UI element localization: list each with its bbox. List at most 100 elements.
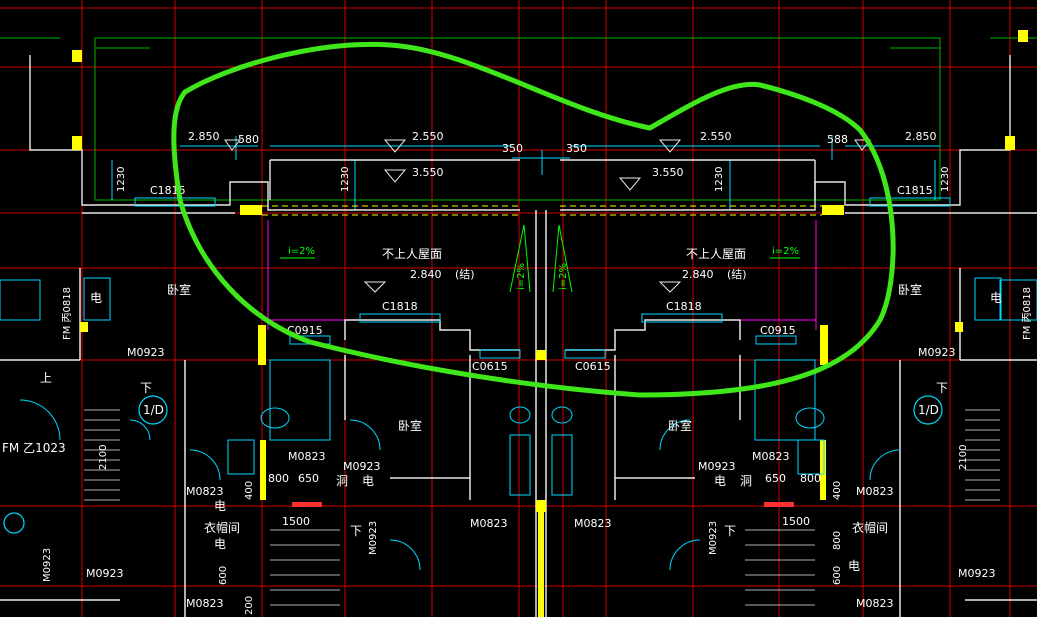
bedroom-label: 卧室 (398, 418, 422, 433)
dim-text: 650 (298, 472, 319, 485)
door-label: M0823 (856, 597, 894, 610)
slope-label: i=2% (516, 263, 527, 290)
eave-dashes (262, 205, 822, 216)
door-label: M0923 (368, 521, 379, 555)
fire-door-label: FM 丙0818 (62, 287, 73, 340)
dim-text: 2.850 (188, 130, 220, 143)
dim-text: 800 (268, 472, 289, 485)
axis-label: 1/D (143, 403, 164, 417)
slope-texts: i=2% i=2% i=2% i=2% (288, 246, 799, 290)
dim-text: 2100 (958, 445, 969, 470)
dim-text: 800 (800, 472, 821, 485)
dim-text: 2.840 (410, 268, 442, 281)
dim-text: 1500 (782, 515, 810, 528)
dim-text: 600 (218, 566, 229, 585)
elec-label: 电 (362, 474, 374, 488)
gutter-lines (267, 220, 817, 330)
dim-text: 3.550 (412, 166, 444, 179)
slope-label: i=2% (772, 246, 799, 257)
dim-text: 400 (244, 481, 255, 500)
dim-text: 2.850 (905, 130, 937, 143)
slope-arrows (280, 224, 800, 293)
elec-label: 电 (214, 499, 226, 513)
dim-text: 2.550 (700, 130, 732, 143)
axis-label: 1/D (918, 403, 939, 417)
dim-text: 2100 (98, 445, 109, 470)
fire-door-label: FM 乙1023 (2, 441, 66, 455)
door-label: M0823 (856, 485, 894, 498)
door-label: M0923 (698, 460, 736, 473)
door-label: M0923 (343, 460, 381, 473)
room-labels: 不上人屋面 不上人屋面 卧室 卧室 卧室 卧室 电 电 电 电 电 电 电 洞 … (2, 247, 1002, 573)
parapet-lines (0, 37, 1037, 201)
down-label: 下 (140, 381, 152, 395)
elec-label: 电 (90, 291, 102, 305)
dim-text: (结) (727, 268, 747, 281)
cloak-label: 衣帽间 (204, 520, 240, 535)
dimension-lines (111, 136, 940, 210)
dimension-texts: 2.850 580 2.550 350 350 2.550 588 2.850 … (188, 130, 937, 528)
bathroom-fixtures (0, 277, 1037, 496)
elec-label: 电 (214, 537, 226, 551)
dim-text: 600 (832, 566, 843, 585)
highlight-circle (171, 41, 896, 398)
dim-text: 1500 (282, 515, 310, 528)
down-label: 下 (350, 524, 362, 538)
bedroom-label: 卧室 (898, 282, 922, 297)
dim-text: 1230 (116, 167, 127, 192)
window-label: C1818 (382, 300, 418, 313)
dim-text: 350 (502, 142, 523, 155)
dim-text: 588 (827, 133, 848, 146)
window-labels: C1815 C1815 C1818 C1818 C0915 C0915 C061… (150, 184, 933, 373)
dim-text: 200 (244, 596, 255, 615)
bedroom-label: 卧室 (668, 418, 692, 433)
wash-label: 洞 (740, 474, 752, 488)
door-label: M0823 (288, 450, 326, 463)
window-label: C1815 (897, 184, 933, 197)
roof-label-right: 不上人屋面 (686, 247, 746, 261)
elec-label: 电 (990, 291, 1002, 305)
door-labels: M0923 M0923 M0923 M0923 M0823 M0823 M082… (86, 346, 996, 610)
dim-text: 3.550 (652, 166, 684, 179)
door-label: M0923 (708, 521, 719, 555)
up-label: 上 (40, 371, 52, 385)
door-label: M0923 (42, 548, 53, 582)
slope-label: i=2% (558, 263, 569, 290)
door-label: M0823 (186, 597, 224, 610)
door-label: M0923 (958, 567, 996, 580)
bedroom-label: 卧室 (167, 282, 191, 297)
down-label: 下 (936, 381, 948, 395)
columns (72, 30, 1028, 617)
fire-door-label: FM 丙0818 (1022, 287, 1033, 340)
dim-text: 1230 (340, 167, 351, 192)
roof-outline (29, 55, 1037, 214)
vertical-dim-texts: 1230 1230 1230 1230 2100 2100 400 400 60… (98, 167, 969, 615)
roof-label-left: 不上人屋面 (382, 247, 442, 261)
window-label: C1818 (666, 300, 702, 313)
window-label: C0615 (575, 360, 611, 373)
dim-text: 1230 (714, 167, 725, 192)
slope-label: i=2% (288, 246, 315, 257)
wash-label: 洞 (336, 474, 348, 488)
door-label: M0823 (470, 517, 508, 530)
elec-label: 电 (848, 559, 860, 573)
door-label: M0823 (186, 485, 224, 498)
dim-text: 650 (765, 472, 786, 485)
down-label: 下 (724, 524, 736, 538)
door-label: M0923 (918, 346, 956, 359)
stair-treads (84, 409, 1000, 606)
party-wall (0, 210, 1037, 617)
dim-text: 2.840 (682, 268, 714, 281)
window-label: C0615 (472, 360, 508, 373)
cloak-label: 衣帽间 (852, 520, 888, 535)
door-label: M0823 (574, 517, 612, 530)
elec-label: 电 (714, 474, 726, 488)
dim-text: 800 (832, 531, 843, 550)
dim-text: 580 (238, 133, 259, 146)
axis-circles (3, 395, 943, 534)
door-swings (19, 399, 901, 571)
dim-text: 1230 (940, 167, 951, 192)
door-markers (292, 502, 794, 507)
